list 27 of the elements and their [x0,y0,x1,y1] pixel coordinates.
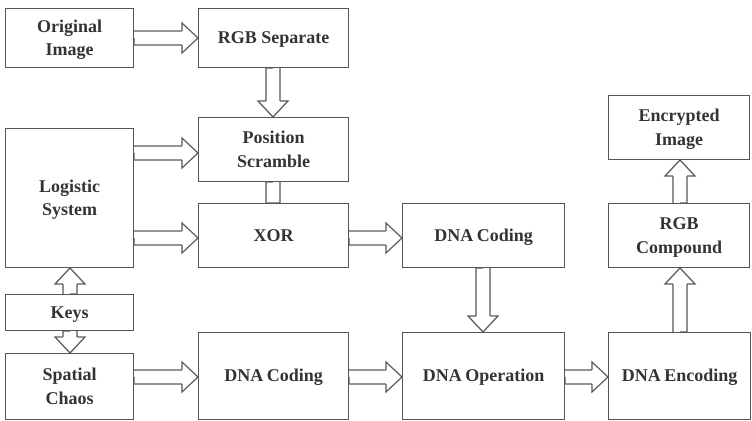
process-box [5,294,134,331]
process-box [608,95,750,160]
process-box [5,128,134,268]
box-label: Keys [50,300,88,324]
process-box [198,8,349,68]
box-label: XOR [254,224,294,247]
process-box [5,8,134,68]
box-label: RGB Separate [218,26,330,50]
box-label: DNA Coding [434,224,533,247]
box-label: Position Scramble [236,126,311,172]
box-label: DNA Encoding [622,364,738,388]
process-box [198,203,349,268]
box-label: RGB Compound [634,212,724,259]
process-box [608,203,750,268]
connector [265,181,281,204]
process-box [402,203,565,268]
process-box [5,353,134,420]
box-label: Spatial Chaos [41,363,98,410]
process-box [198,117,349,182]
process-box [608,332,751,420]
process-box [198,332,349,420]
box-label: DNA Operation [422,364,544,388]
box-label: Encrypted Image [638,104,720,151]
box-label: Logistic System [38,174,101,221]
process-box [402,332,565,420]
box-label: Original Image [36,14,103,61]
box-label: DNA Coding [224,364,323,388]
